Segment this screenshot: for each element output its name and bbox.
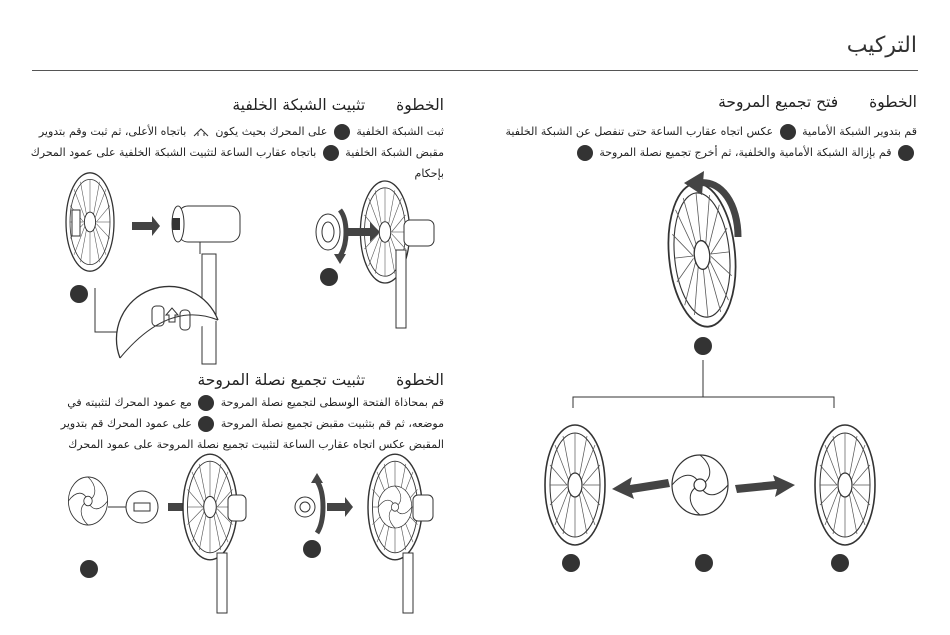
connector-bracket [572,360,835,408]
marker-dot [695,554,713,572]
marker-dot [80,560,98,578]
step-blade-line2: موضعه، ثم قم بتثبيت مقبض تجميع نصلة المر… [24,413,444,434]
step-rear-label: الخطوة [396,96,444,114]
step-blade-line3: المقبض عكس اتجاه عقارب الساعة لتثبيت تجم… [68,438,444,451]
step-rear-heading: الخطوة تثبيت الشبكة الخلفية [232,96,444,114]
fan-front-view-illustration [661,171,743,332]
marker-dot [694,337,712,355]
step-open-line2a: قم بإزالة الشبكة الأمامية والخلفية، ثم أ… [599,146,892,159]
step-blade-line2a: موضعه، ثم قم بتثبيت مقبض تجميع نصلة المر… [220,417,444,430]
step-rear-line2a: مقبض الشبكة الخلفية [345,146,444,159]
step-blade-line2c: قم بتدوير [60,417,104,430]
step-rear-line2: مقبض الشبكة الخلفية باتجاه عقارب الساعة … [24,142,444,163]
step-rear-line1a: ثبت الشبكة الخلفية [356,125,444,138]
arrow-up-icon [193,128,209,137]
step-open-line1b: عكس اتجاه عقارب الساعة حتى تنفصل عن الشب… [505,125,774,138]
step-blade-line1b: مع عمود المحرك لتثبيته في [67,396,192,409]
step-rear-line1c: باتجاه الأعلى، ثم ثبت وقم بتدوير [38,125,187,138]
blade-lock-illustration [294,453,434,614]
step-rear-line3: بإحكام [414,167,444,180]
step-open-title: فتح تجميع المروحة [718,93,839,111]
title-divider [32,70,918,71]
rear-grille-install-illustration [65,172,241,365]
page-title: التركيب [846,33,917,58]
step-rear-line1b: على المحرك بحيث يكون [215,125,328,138]
step-open-text: قم بتدوير الشبكة الأمامية عكس اتجاه عقار… [497,121,917,163]
step-rear-text: ثبت الشبكة الخلفية على المحرك بحيث يكون … [24,121,444,184]
marker-dot [562,554,580,572]
step-blade-text: قم بمحاذاة الفتحة الوسطى لتجميع نصلة الم… [24,392,444,455]
step-rear-line1: ثبت الشبكة الخلفية على المحرك بحيث يكون … [24,121,444,142]
step-blade-line1a: قم بمحاذاة الفتحة الوسطى لتجميع نصلة الم… [220,396,444,409]
marker-dot [333,124,350,140]
marker-dot [779,124,796,140]
front-grille-illustration [544,424,606,546]
rear-grille-lock-illustration [315,180,435,329]
blade-install-illustration [67,453,247,614]
marker-dot [70,285,88,303]
step-blade-heading: الخطوة تثبيت تجميع نصلة المروحة [198,371,445,389]
arrow-right-icon [735,475,795,497]
step-rear-line2b: باتجاه عقارب الساعة لتثبيت الشبكة الخلفي… [30,146,317,159]
step-open-line2: قم بإزالة الشبكة الأمامية والخلفية، ثم أ… [497,142,917,163]
step-open-line1: قم بتدوير الشبكة الأمامية عكس اتجاه عقار… [497,121,917,142]
step-rear-title: تثبيت الشبكة الخلفية [232,96,366,114]
fan-blade-illustration [671,454,729,516]
marker-dot [322,145,339,161]
step-blade-line1: قم بمحاذاة الفتحة الوسطى لتجميع نصلة الم… [24,392,444,413]
marker-dot [198,395,215,411]
step-blade-label: الخطوة [396,371,444,389]
marker-dot [576,145,593,161]
step-open-label: الخطوة [869,93,917,111]
step-open-heading: الخطوة فتح تجميع المروحة [718,93,917,111]
rear-grille-illustration [814,424,876,546]
arrow-left-icon [612,477,670,499]
marker-dot [303,540,321,558]
marker-dot [831,554,849,572]
marker-dot [198,416,215,432]
step-blade-title: تثبيت تجميع نصلة المروحة [197,371,366,389]
marker-dot [320,268,338,286]
step-open-line1a: قم بتدوير الشبكة الأمامية [802,125,917,138]
marker-dot [898,145,914,161]
step-blade-line2b: على عمود المحرك [106,417,192,430]
